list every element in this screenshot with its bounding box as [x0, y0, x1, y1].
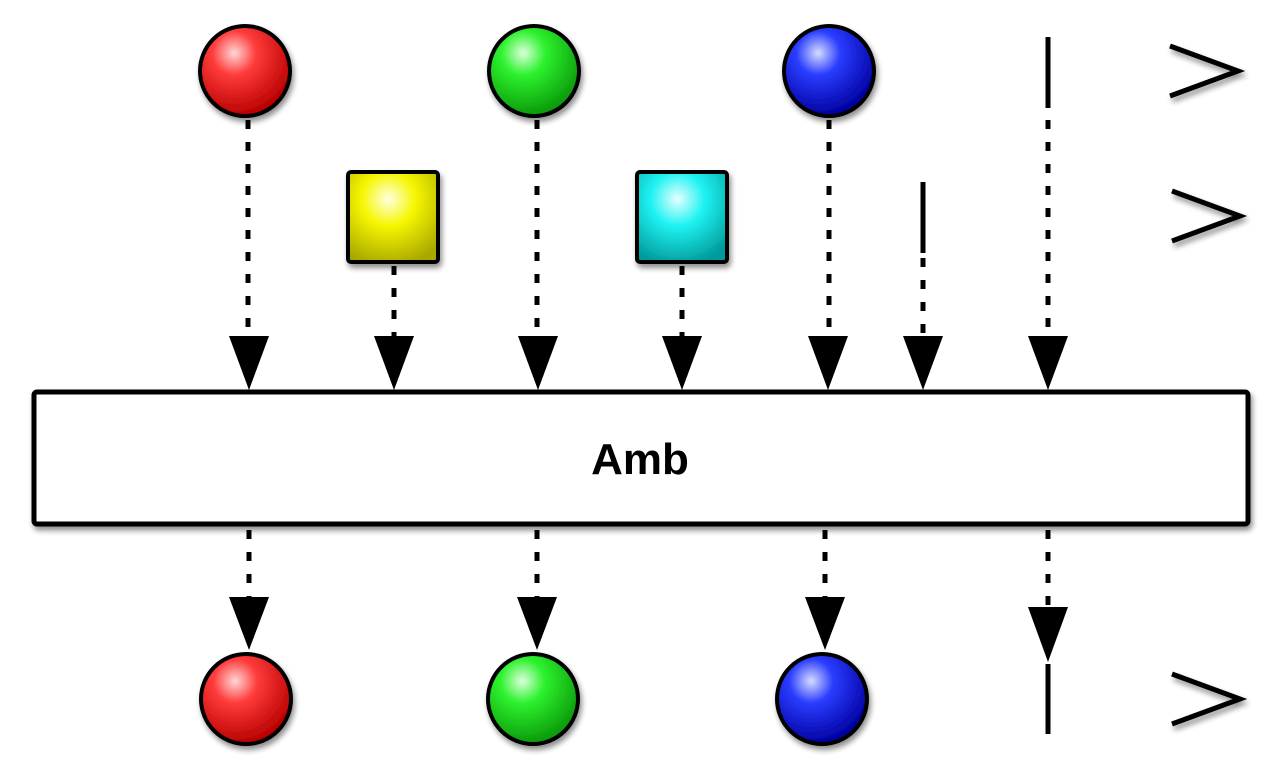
timeline-output-arrowhead: [1171, 671, 1248, 727]
operator-box: Amb: [31, 389, 1251, 527]
marble-red-a: [198, 24, 292, 118]
arrowhead-down-icon: [1028, 607, 1068, 662]
timeline-b-arrowhead: [1171, 188, 1248, 244]
arrowhead-down-icon: [805, 597, 845, 650]
arrowhead-down-icon: [662, 336, 702, 390]
timeline-a-arrowhead: [1169, 43, 1246, 99]
input-arrowheads: [229, 336, 1068, 390]
marble-blue-a: [782, 24, 876, 118]
arrowhead-down-icon: [229, 336, 269, 390]
operator-label: Amb: [591, 435, 689, 484]
arrowhead-down-icon: [374, 336, 414, 390]
output-stream: [35, 652, 1248, 746]
square-yellow-b: [346, 170, 440, 264]
arrowhead-down-icon: [229, 597, 269, 650]
input-stream-b-items: [346, 170, 729, 264]
arrowhead-down-icon: [518, 336, 558, 390]
arrowhead-down-icon: [903, 336, 943, 390]
arrowhead-down-icon: [808, 336, 848, 390]
output-arrowheads: [229, 597, 1068, 662]
square-cyan-b: [635, 170, 729, 264]
input-stream-a: [32, 24, 1246, 118]
arrowhead-down-icon: [1028, 336, 1068, 390]
input-drop-lines: [245, 120, 1051, 336]
marble-blue-out: [775, 652, 869, 746]
marble-green-out: [486, 652, 580, 746]
arrowhead-down-icon: [517, 597, 557, 650]
operator-box-frame: [31, 389, 1251, 527]
marble-red-out: [199, 652, 293, 746]
output-drop-lines: [246, 530, 1051, 607]
marble-green-a: [487, 24, 581, 118]
